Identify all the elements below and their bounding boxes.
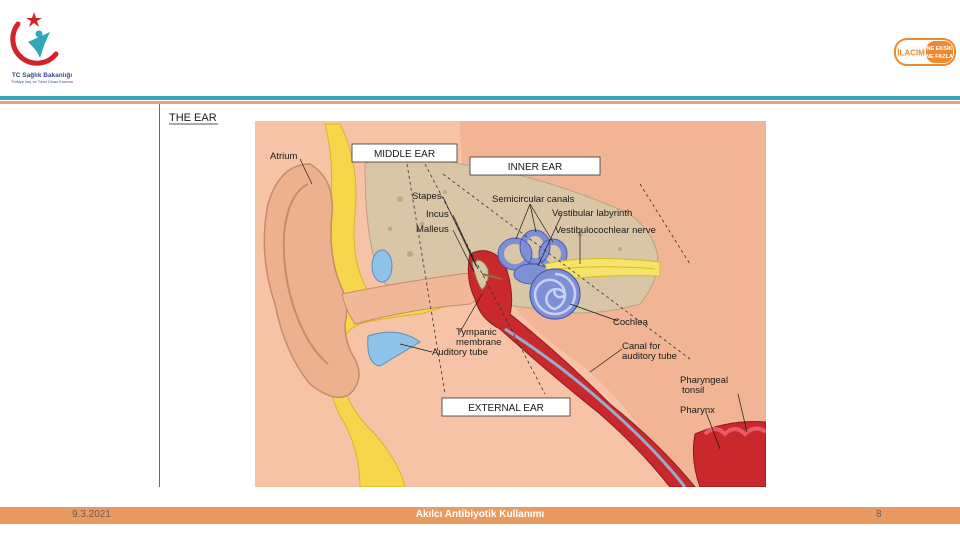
footer-title: Akılcı Antibiyotik Kullanımı [415,509,545,520]
label-cochlea: Cochlea [613,317,649,328]
label-canal-for-auditory-tube-1: Canal for [622,341,661,352]
region-box-inner-ear: INNER EAR [469,156,601,176]
label-pharyngeal-tonsil-2: tonsil [682,385,704,396]
region-box-external-ear: EXTERNAL EAR [441,397,571,417]
ministry-logo: TC Sağlık Bakanlığı Türkiye İlaç ve Tıbb… [4,10,74,85]
auricle [263,163,360,399]
ear-anatomy-diagram: THE EAR [160,104,766,487]
label-malleus: Malleus [416,224,449,235]
diagram-title: THE EAR [169,112,217,124]
pharynx [692,421,766,487]
ossicles [471,259,489,291]
middle-ear-cavity [467,250,696,487]
campaign-word-1: İLACIM [897,49,925,58]
label-incus: Incus [426,209,449,220]
ministry-name: TC Sağlık Bakanlığı [11,72,73,79]
campaign-word-2: NE EKSİK [927,45,953,52]
campaign-word-3: NE FAZLA [926,54,953,60]
ministry-subtitle: Türkiye İlaç ve Tıbbi Cihaz Kurumu [10,79,74,84]
cochlea [529,268,581,320]
label-atrium: Atrium [270,151,298,162]
label-vestibulocochlear-nerve: Vestibulocochlear nerve [555,225,656,236]
label-canal-for-auditory-tube-2: auditory tube [622,351,677,362]
region-label-inner-ear: INNER EAR [508,162,562,173]
footer-bar [0,507,960,524]
label-stapes: Stapes [412,191,442,202]
label-pharyngeal-tonsil-1: Pharyngeal [680,375,728,386]
ministry-emblem-icon [10,12,59,66]
region-label-middle-ear: MIDDLE EAR [374,149,435,160]
label-tympanic-membrane-2: membrane [456,337,501,348]
label-vestibular-labyrinth: Vestibular labyrinth [552,208,632,219]
label-tympanic-membrane-1: Tympanic [456,327,497,338]
header-band-orange [0,101,960,104]
footer-page-number: 8 [876,509,882,520]
label-pharynx: Pharynx [680,405,715,416]
region-box-middle-ear: MIDDLE EAR [351,143,458,163]
diagram-frame-line [159,104,160,487]
region-label-external-ear: EXTERNAL EAR [468,403,544,414]
campaign-logo: İLACIM NE EKSİK NE FAZLA [894,38,956,66]
label-semicircular-canals: Semicircular canals [492,194,575,205]
label-auditory-tube: Auditory tube [432,347,488,358]
footer-date: 9.3.2021 [72,509,111,520]
header-band-teal [0,96,960,100]
